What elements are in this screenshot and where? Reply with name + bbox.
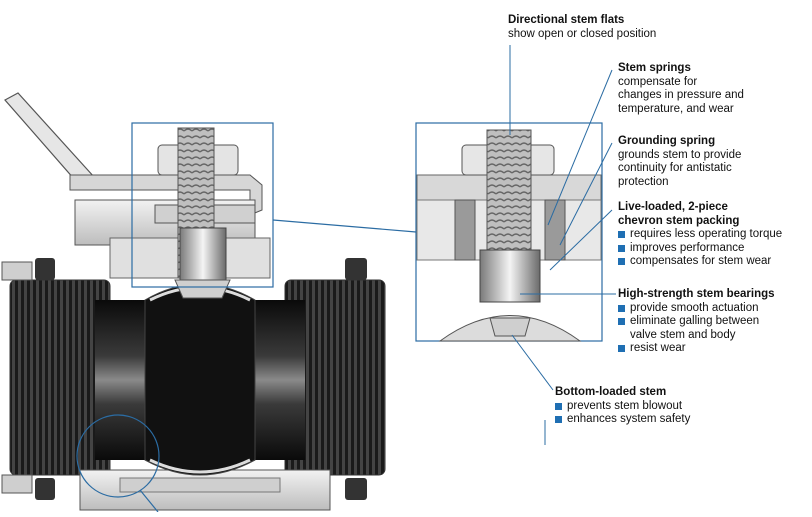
- bullet-item: resist wear: [618, 342, 810, 356]
- callout-text: show open or closed position: [508, 27, 657, 40]
- bullet-item: compensates for stem wear: [618, 255, 810, 269]
- callout-title: Stem springs: [618, 62, 691, 74]
- bullet-item: provide smooth actuation: [618, 302, 810, 316]
- main-stem: [154, 127, 256, 299]
- callout-stem-packing: Live-loaded, 2-piece chevron stem packin…: [618, 201, 810, 269]
- bullet-item: requires less operating torque: [618, 228, 810, 242]
- callout-title: Directional stem flats: [508, 14, 625, 26]
- bullet-item: prevents stem blowout: [555, 400, 775, 414]
- inset-connector: [272, 219, 417, 233]
- callout-grounding-spring: Grounding spring grounds stem to provide…: [618, 135, 808, 189]
- callout-title: chevron stem packing: [618, 214, 740, 227]
- callout-title: Live-loaded, 2-piece: [618, 201, 728, 213]
- callout-stem-bearings: High-strength stem bearings provide smoo…: [618, 288, 810, 356]
- leader-lines: [509, 45, 616, 445]
- callout-title: High-strength stem bearings: [618, 288, 775, 300]
- callout-text: continuity for antistatic: [618, 162, 732, 174]
- bullet-item: eliminate galling between: [618, 315, 810, 329]
- callout-text: compensate for: [618, 75, 698, 88]
- bullet-item: improves performance: [618, 242, 810, 256]
- inset-frame-main: [131, 122, 274, 288]
- magnifier-circle: [76, 414, 160, 498]
- stem-detail-inset: [415, 122, 603, 342]
- bullet-continuation: valve stem and body: [630, 328, 736, 341]
- callout-text: changes in pressure and: [618, 89, 744, 101]
- callout-stem-springs: Stem springs compensate for changes in p…: [618, 62, 808, 116]
- callout-title: Grounding spring: [618, 135, 716, 147]
- callout-text: grounds stem to provide: [618, 148, 742, 161]
- callout-text: temperature, and wear: [618, 102, 734, 115]
- callout-text: protection: [618, 175, 669, 188]
- bullet-item: enhances system safety: [555, 413, 775, 427]
- callout-title: Bottom-loaded stem: [555, 386, 667, 398]
- callout-directional-stem-flats: Directional stem flats show open or clos…: [508, 14, 748, 41]
- callout-bottom-loaded-stem: Bottom-loaded stem prevents stem blowout…: [555, 386, 775, 427]
